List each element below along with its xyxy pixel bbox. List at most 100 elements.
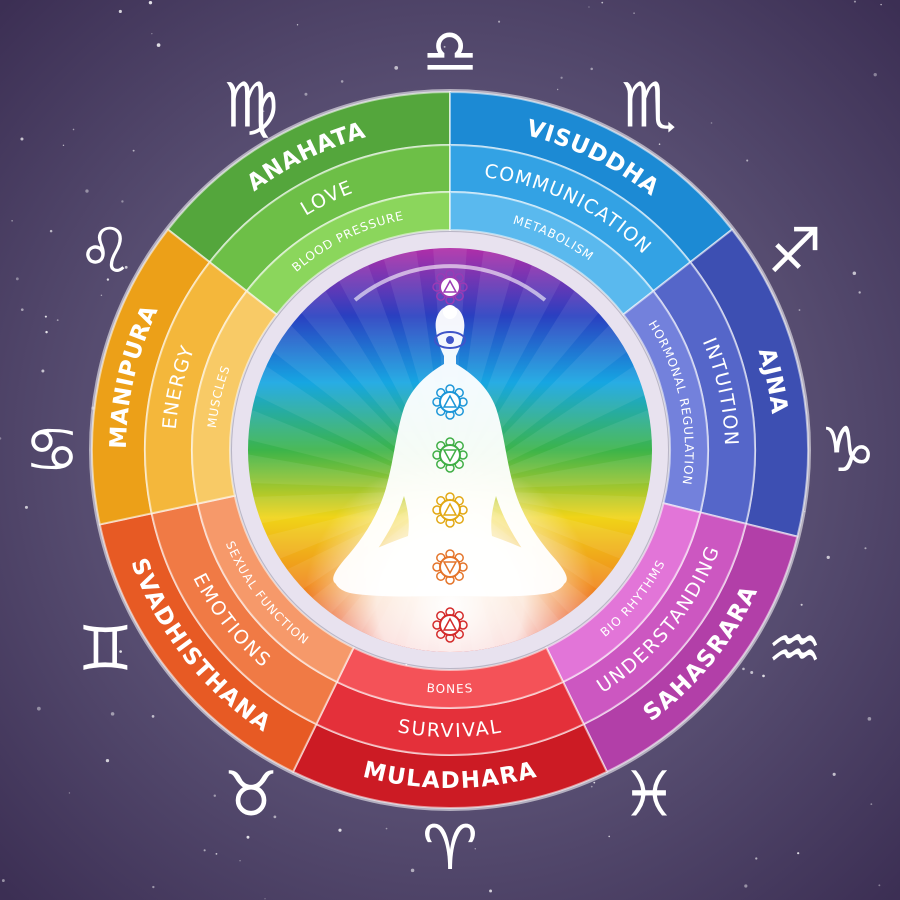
- taurus-icon: ♉: [223, 758, 279, 831]
- star: [640, 783, 643, 786]
- star: [590, 67, 593, 71]
- star: [121, 200, 124, 203]
- star: [132, 149, 135, 152]
- star: [20, 137, 24, 141]
- star: [742, 667, 745, 671]
- figure-topknot: [443, 305, 457, 319]
- star: [746, 159, 749, 162]
- chakra-symbol-icon: [432, 437, 468, 473]
- star: [608, 835, 611, 838]
- center-meditation-figure: [232, 232, 668, 668]
- star: [304, 92, 308, 96]
- star: [262, 110, 265, 113]
- star: [49, 229, 53, 233]
- star: [798, 309, 801, 311]
- star: [85, 189, 89, 193]
- star: [110, 712, 115, 716]
- star: [394, 66, 399, 70]
- star: [385, 827, 388, 830]
- star: [862, 462, 865, 464]
- star: [826, 555, 830, 559]
- star: [1, 879, 5, 883]
- star: [658, 143, 661, 145]
- star: [873, 72, 877, 77]
- scorpio-icon: ♏: [621, 68, 677, 141]
- star: [744, 884, 748, 888]
- star: [410, 868, 415, 873]
- chakra-symbol-icon: [434, 331, 466, 349]
- star: [474, 848, 476, 850]
- star: [762, 674, 765, 678]
- chakra-sector-svadhisthana: [98, 494, 355, 774]
- pisces-icon: ♓: [621, 758, 677, 831]
- star: [710, 122, 713, 124]
- star: [0, 437, 2, 440]
- star: [556, 88, 559, 91]
- star: [338, 828, 342, 832]
- star: [20, 308, 24, 312]
- star: [870, 803, 873, 806]
- capricorn-icon: ♑: [820, 413, 876, 486]
- star: [15, 277, 19, 281]
- libra-icon: ♎: [422, 15, 478, 88]
- star: [296, 24, 299, 26]
- chakra-sector-manipura: [91, 228, 279, 526]
- star: [878, 884, 881, 887]
- star: [112, 653, 117, 658]
- aquarius-icon: ♒: [767, 612, 823, 685]
- chakra-symbol-icon: [432, 607, 468, 643]
- star: [853, 0, 856, 3]
- star: [215, 852, 218, 855]
- star: [340, 80, 344, 83]
- star: [124, 265, 128, 269]
- star: [68, 792, 71, 794]
- zodiac-signs: ♎♏♐♑♒♓♈♉♊♋♌♍: [24, 15, 876, 884]
- star: [45, 330, 48, 334]
- star: [239, 860, 241, 862]
- star: [100, 294, 103, 297]
- star: [867, 717, 872, 721]
- star: [590, 785, 593, 788]
- star: [264, 898, 266, 900]
- chakra-ring-band: [191, 289, 279, 505]
- star: [105, 758, 110, 763]
- star: [852, 271, 857, 275]
- star: [106, 278, 110, 281]
- star: [152, 885, 155, 889]
- sagittarius-icon: ♐: [767, 214, 823, 287]
- gemini-icon: ♊: [78, 612, 134, 685]
- star: [119, 650, 122, 653]
- chakra-symbol-icon: [432, 269, 468, 305]
- star: [246, 835, 250, 839]
- star: [880, 3, 882, 6]
- star: [755, 857, 758, 860]
- center-shine-arc: [353, 264, 547, 302]
- star: [800, 603, 803, 606]
- star: [36, 706, 41, 711]
- star: [588, 6, 590, 8]
- chakra-sector-sahasrara: [545, 502, 799, 774]
- star: [593, 781, 596, 784]
- star: [151, 32, 153, 35]
- star: [601, 1, 604, 4]
- star: [832, 772, 836, 776]
- star: [156, 43, 161, 47]
- leo-icon: ♌: [78, 214, 134, 287]
- cancer-icon: ♋: [24, 413, 80, 486]
- star: [489, 889, 492, 893]
- star: [24, 505, 28, 509]
- star: [750, 670, 754, 674]
- star: [498, 20, 501, 23]
- star: [203, 849, 206, 852]
- star: [273, 815, 277, 819]
- star: [56, 319, 59, 321]
- star: [41, 369, 45, 373]
- chakra-symbol-icon: [432, 492, 468, 528]
- chakra-symbol-icon: [432, 549, 468, 585]
- star: [44, 315, 47, 318]
- aries-icon: ♈: [422, 811, 478, 884]
- star: [797, 852, 800, 855]
- star: [560, 76, 563, 79]
- star: [858, 291, 861, 294]
